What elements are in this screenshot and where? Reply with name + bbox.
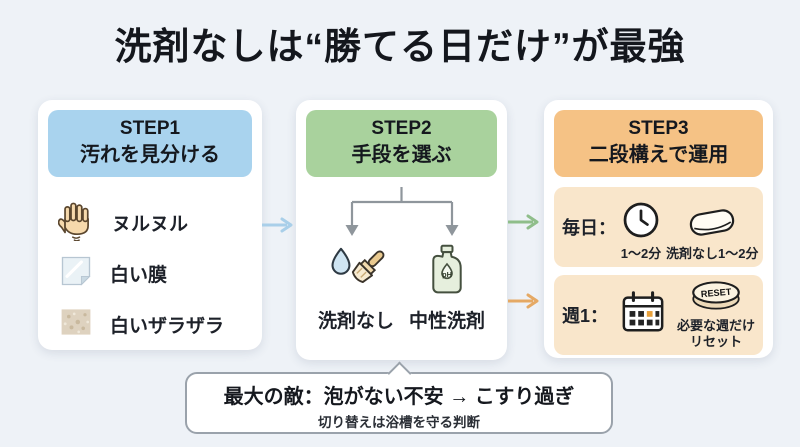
hand-icon bbox=[57, 200, 96, 246]
list-item: 白いザラザラ bbox=[58, 301, 262, 349]
step1-subtitle: 汚れを見分ける bbox=[80, 143, 220, 166]
calendar-icon bbox=[619, 289, 667, 340]
warning-note: 最大の敵：泡がない不安 → こすり過ぎ 切り替えは浴槽を守る判断 bbox=[185, 361, 613, 434]
option-label: 中性洗剤 bbox=[408, 310, 485, 332]
arrow-step1-to-step2 bbox=[262, 217, 293, 233]
ph-label: pH bbox=[442, 269, 452, 278]
step3-header: STEP3 二段構えで運用 bbox=[554, 110, 763, 177]
arrow-step2-to-weekly bbox=[508, 293, 539, 309]
step2-header: STEP2 手段を選ぶ bbox=[306, 110, 497, 177]
clock-icon bbox=[620, 199, 662, 246]
clock-caption: 1〜2分 bbox=[620, 246, 662, 262]
step1-card: STEP1 汚れを見分ける ヌルヌル bbox=[38, 100, 262, 350]
option-neutral-detergent: pH 中性洗剤 bbox=[409, 243, 485, 333]
daily-routine-box: 毎日： 1〜2分 洗剤なし1〜2分 bbox=[554, 186, 763, 267]
step1-list: ヌルヌル 白い膜 bbox=[38, 187, 262, 349]
arrow-step2-to-daily bbox=[508, 214, 539, 230]
branch-arrows bbox=[345, 186, 459, 236]
list-item: ヌルヌル bbox=[57, 199, 262, 247]
waterdrop-brush-icon bbox=[325, 243, 387, 301]
daily-time: 1〜2分 bbox=[620, 191, 662, 263]
sponge-caption: 洗剤なし1〜2分 bbox=[666, 246, 759, 262]
step2-subtitle: 手段を選ぶ bbox=[351, 143, 452, 166]
option-no-detergent: 洗剤なし bbox=[318, 243, 394, 333]
item-label: 白いザラザラ bbox=[110, 316, 225, 338]
daily-label: 毎日： bbox=[562, 217, 616, 238]
page-title: 洗剤なしは“勝てる日だけ”が最強 bbox=[114, 26, 686, 67]
white-film-icon bbox=[58, 253, 94, 294]
note-line2: 切り替えは浴槽を守る判断 bbox=[318, 415, 480, 430]
step2-options: 洗剤なし pH 中性洗剤 bbox=[296, 243, 507, 333]
rough-texture-icon bbox=[58, 304, 94, 345]
weekly-label: 週1： bbox=[562, 305, 609, 326]
item-label: 白い膜 bbox=[110, 265, 168, 287]
note-line1: 最大の敵：泡がない不安 → こすり過ぎ bbox=[223, 386, 575, 408]
list-item: 白い膜 bbox=[58, 250, 262, 298]
step1-title: STEP1 bbox=[119, 118, 181, 139]
sponge-icon bbox=[685, 204, 739, 246]
reset-label: RESET bbox=[700, 287, 732, 300]
step1-header: STEP1 汚れを見分ける bbox=[48, 110, 252, 177]
step3-subtitle: 二段構えで運用 bbox=[588, 143, 729, 166]
step3-title: STEP3 bbox=[628, 118, 689, 139]
step3-card: STEP3 二段構えで運用 毎日： 1〜2分 洗剤 bbox=[544, 100, 773, 358]
item-label: ヌルヌル bbox=[112, 214, 189, 236]
weekly-schedule bbox=[612, 279, 673, 351]
step2-title: STEP2 bbox=[371, 118, 432, 139]
step2-card: STEP2 手段を選ぶ 洗剤なし bbox=[296, 100, 507, 360]
reset-caption-1: 必要な週だけ bbox=[676, 318, 755, 334]
weekly-routine-box: 週1： bbox=[554, 274, 763, 355]
reset-button-icon: RESET bbox=[688, 278, 744, 318]
option-label: 洗剤なし bbox=[318, 310, 395, 332]
daily-method: 洗剤なし1〜2分 bbox=[666, 191, 758, 263]
weekly-reset: RESET 必要な週だけ リセット bbox=[677, 279, 755, 351]
reset-caption-2: リセット bbox=[689, 334, 742, 350]
detergent-bottle-icon: pH bbox=[426, 243, 468, 301]
